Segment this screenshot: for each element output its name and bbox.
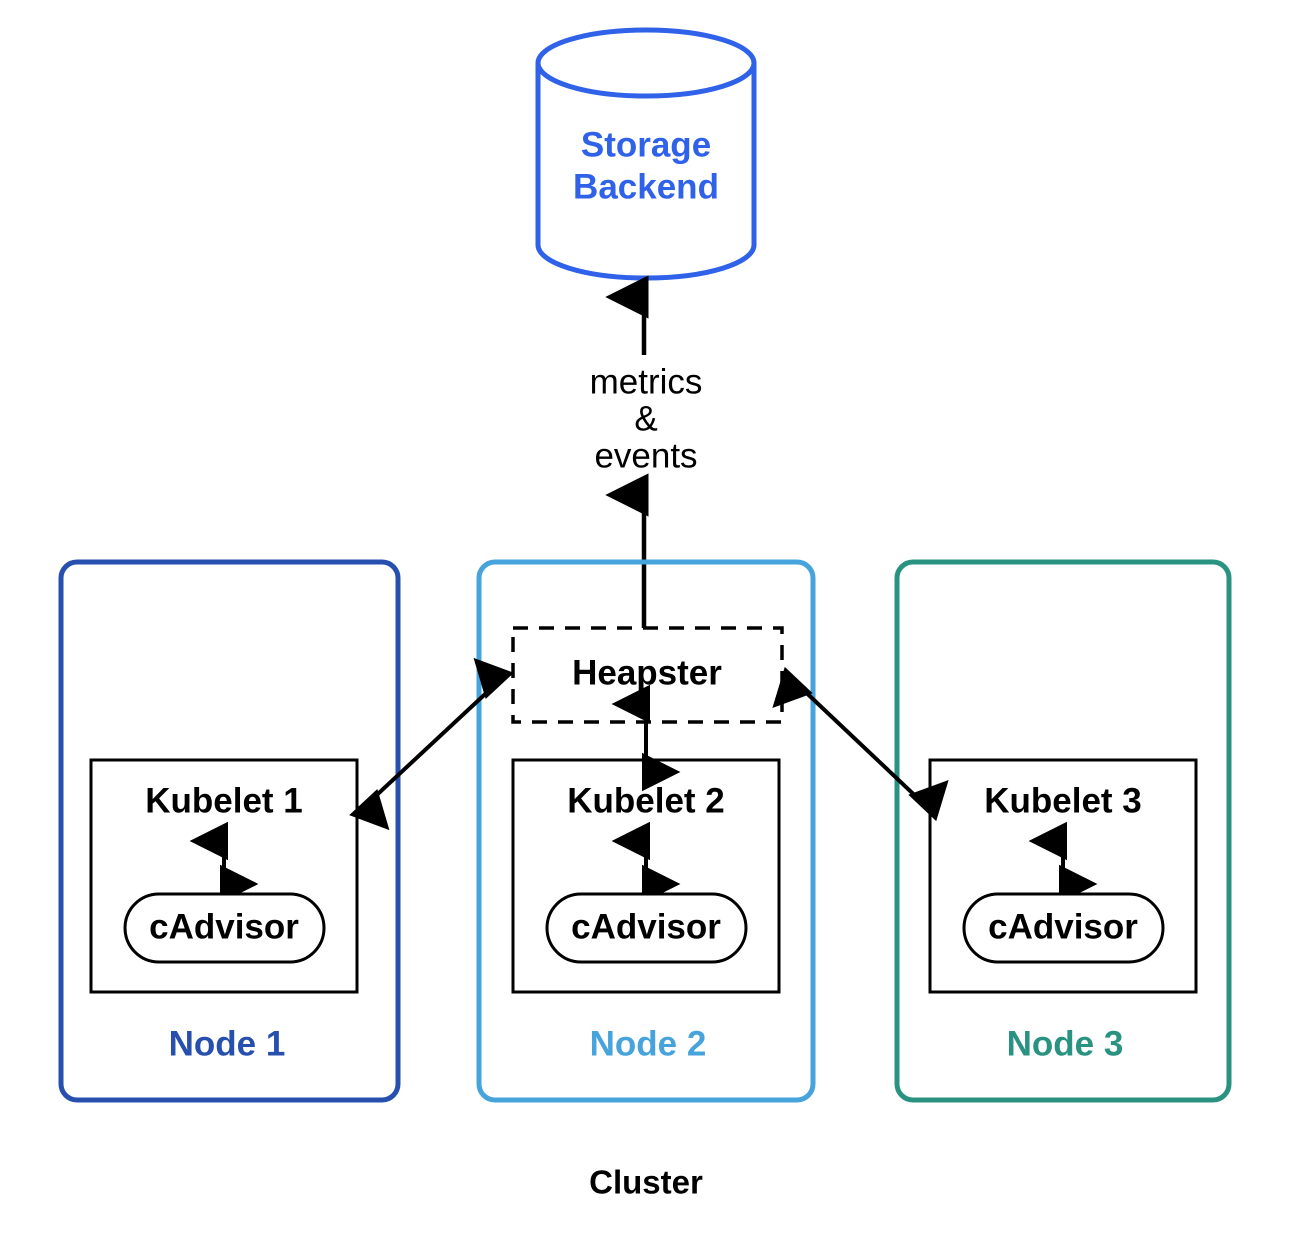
node-3-label: Node 3 xyxy=(1007,1024,1124,1063)
node-3-cadvisor-box[interactable] xyxy=(962,892,1165,964)
node-2-container[interactable]: Heapster Kubelet 2 cAdvisor Node 2 xyxy=(476,559,816,1103)
node-2-label: Node 2 xyxy=(590,1024,707,1063)
flow-label-line1: metrics xyxy=(590,362,703,401)
node-1-border xyxy=(58,559,401,1103)
node-2-kubelet-label: Kubelet 2 xyxy=(567,781,725,820)
node-1-label: Node 1 xyxy=(169,1024,286,1063)
node-2-cadvisor-box[interactable] xyxy=(545,892,748,964)
node-2-cadvisor-label: cAdvisor xyxy=(571,907,721,946)
storage-label-line2: Backend xyxy=(573,167,719,206)
arrow-heapster-kubelet-3 xyxy=(772,666,949,822)
heapster-label: Heapster xyxy=(572,653,722,692)
flow-label-metrics-events: metrics & events xyxy=(590,362,703,475)
storage-cylinder-top-ellipse xyxy=(535,27,757,99)
node-1-cadvisor-box[interactable] xyxy=(123,892,326,964)
node-1-cadvisor-label: cAdvisor xyxy=(149,907,299,946)
node-3-container[interactable]: Kubelet 3 cAdvisor Node 3 xyxy=(894,559,1232,1103)
arrow-heapster-kubelet-1 xyxy=(349,657,514,831)
node-1-kubelet-label: Kubelet 1 xyxy=(145,781,303,820)
node-3-cadvisor-label: cAdvisor xyxy=(988,907,1138,946)
storage-label-line1: Storage xyxy=(581,125,711,164)
node-2-border xyxy=(476,559,816,1103)
flow-label-line3: events xyxy=(594,436,697,475)
node-1-container[interactable]: Kubelet 1 cAdvisor Node 1 xyxy=(58,559,401,1103)
cluster-caption: Cluster xyxy=(589,1164,703,1201)
storage-cylinder-body xyxy=(538,63,754,278)
flow-label-line2: & xyxy=(634,399,657,438)
node-3-kubelet-label: Kubelet 3 xyxy=(984,781,1142,820)
node-3-border xyxy=(894,559,1232,1103)
storage-backend-cylinder: Storage Backend xyxy=(535,27,757,281)
storage-cylinder-top-fill xyxy=(538,30,754,96)
